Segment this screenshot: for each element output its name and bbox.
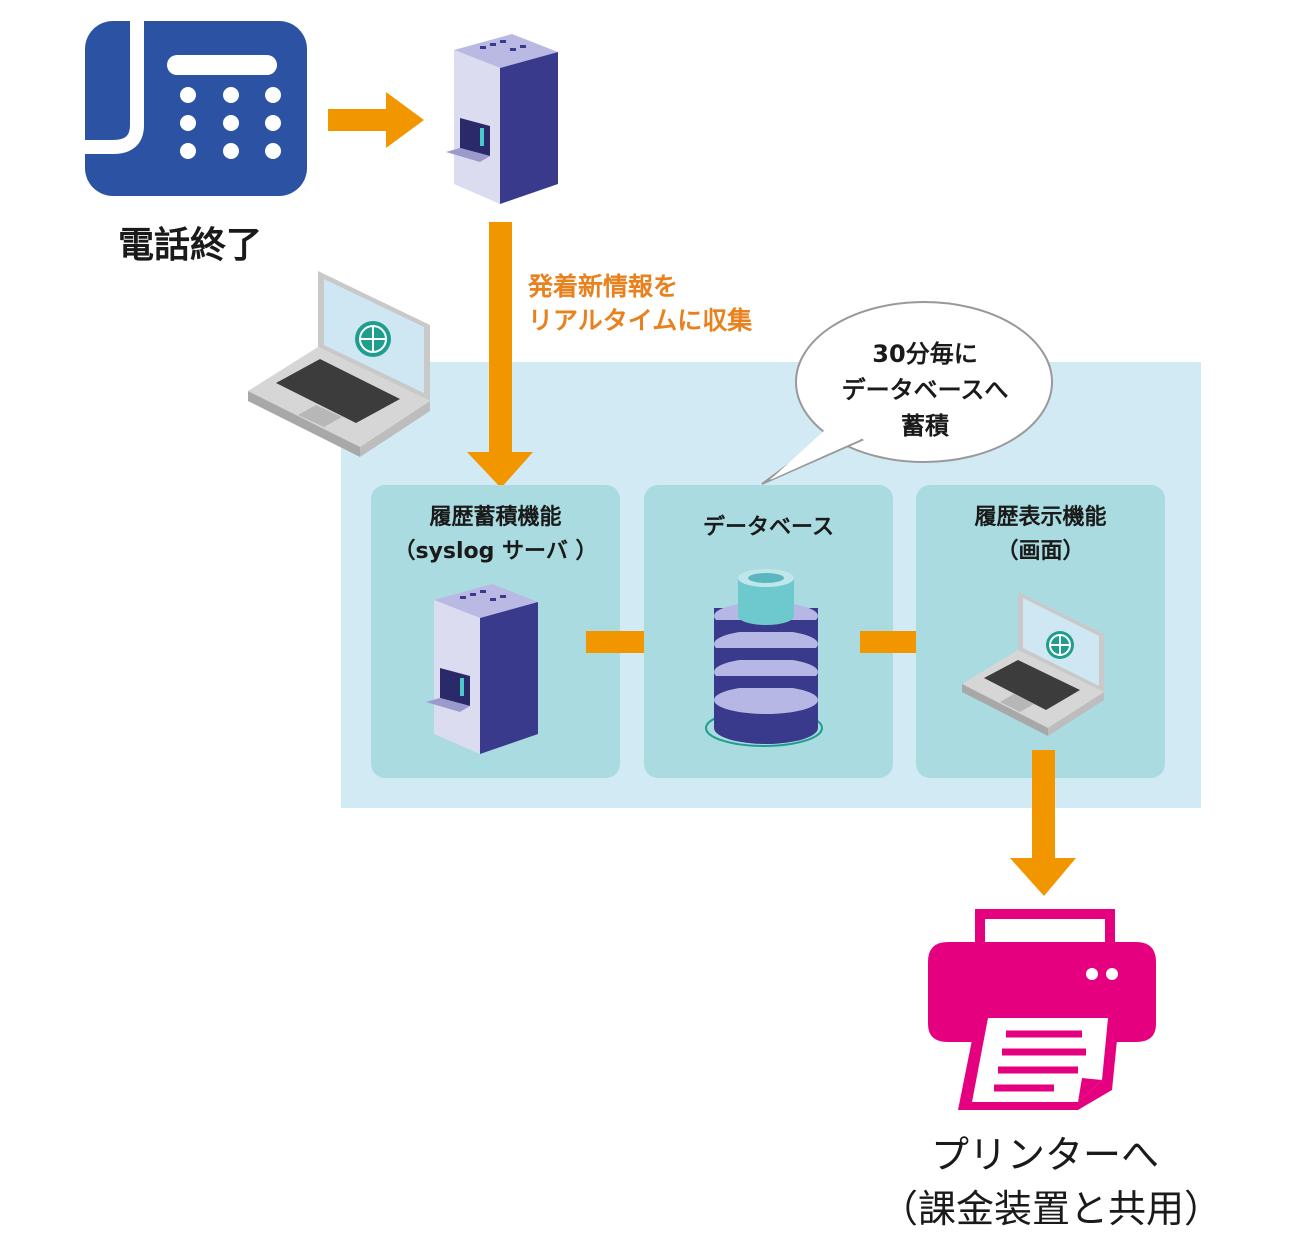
syslog-server-icon xyxy=(426,584,538,754)
box1-title-line2: （syslog サーバ ） xyxy=(393,539,598,564)
phone-label: 電話終了 xyxy=(118,225,263,266)
arrow-server-to-box1 xyxy=(467,222,533,488)
fax-phone-icon xyxy=(85,21,307,196)
collect-note-line2: リアルタイムに収集 xyxy=(528,306,753,335)
laptop-icon xyxy=(248,271,430,457)
box2-title-line1: データベース xyxy=(703,515,834,540)
display-laptop-icon xyxy=(962,592,1104,736)
bubble-line1: 30分毎に xyxy=(872,340,978,368)
bubble-line2: データベースへ xyxy=(841,376,1009,404)
bubble-line3: 蓄積 xyxy=(901,412,949,440)
arrow-phone-to-server xyxy=(328,92,424,148)
bubble-text: 30分毎に データベースへ 蓄積 xyxy=(820,336,1030,444)
box1-title: 履歴蓄積機能 （syslog サーバ ） xyxy=(371,501,620,569)
box2-title: データベース xyxy=(644,511,893,545)
server-icon xyxy=(446,34,558,204)
box3-title-line1: 履歴表示機能 xyxy=(974,505,1107,530)
printer-label-line2: （課金装置と共用） xyxy=(880,1187,1223,1231)
box3-title: 履歴表示機能 （画面） xyxy=(916,501,1165,569)
database-icon xyxy=(705,569,823,747)
printer-label: プリンターへ （課金装置と共用） xyxy=(880,1128,1223,1236)
box3-title-line2: （画面） xyxy=(996,539,1085,564)
arrow-box3-to-printer xyxy=(1010,750,1076,896)
collect-note: 発着新情報を リアルタイムに収集 xyxy=(528,270,752,338)
collect-note-line1: 発着新情報を xyxy=(528,272,679,301)
printer-icon xyxy=(928,909,1156,1110)
box1-title-line1: 履歴蓄積機能 xyxy=(429,505,562,530)
printer-label-line1: プリンターへ xyxy=(930,1133,1159,1177)
speech-bubble xyxy=(761,301,1053,485)
